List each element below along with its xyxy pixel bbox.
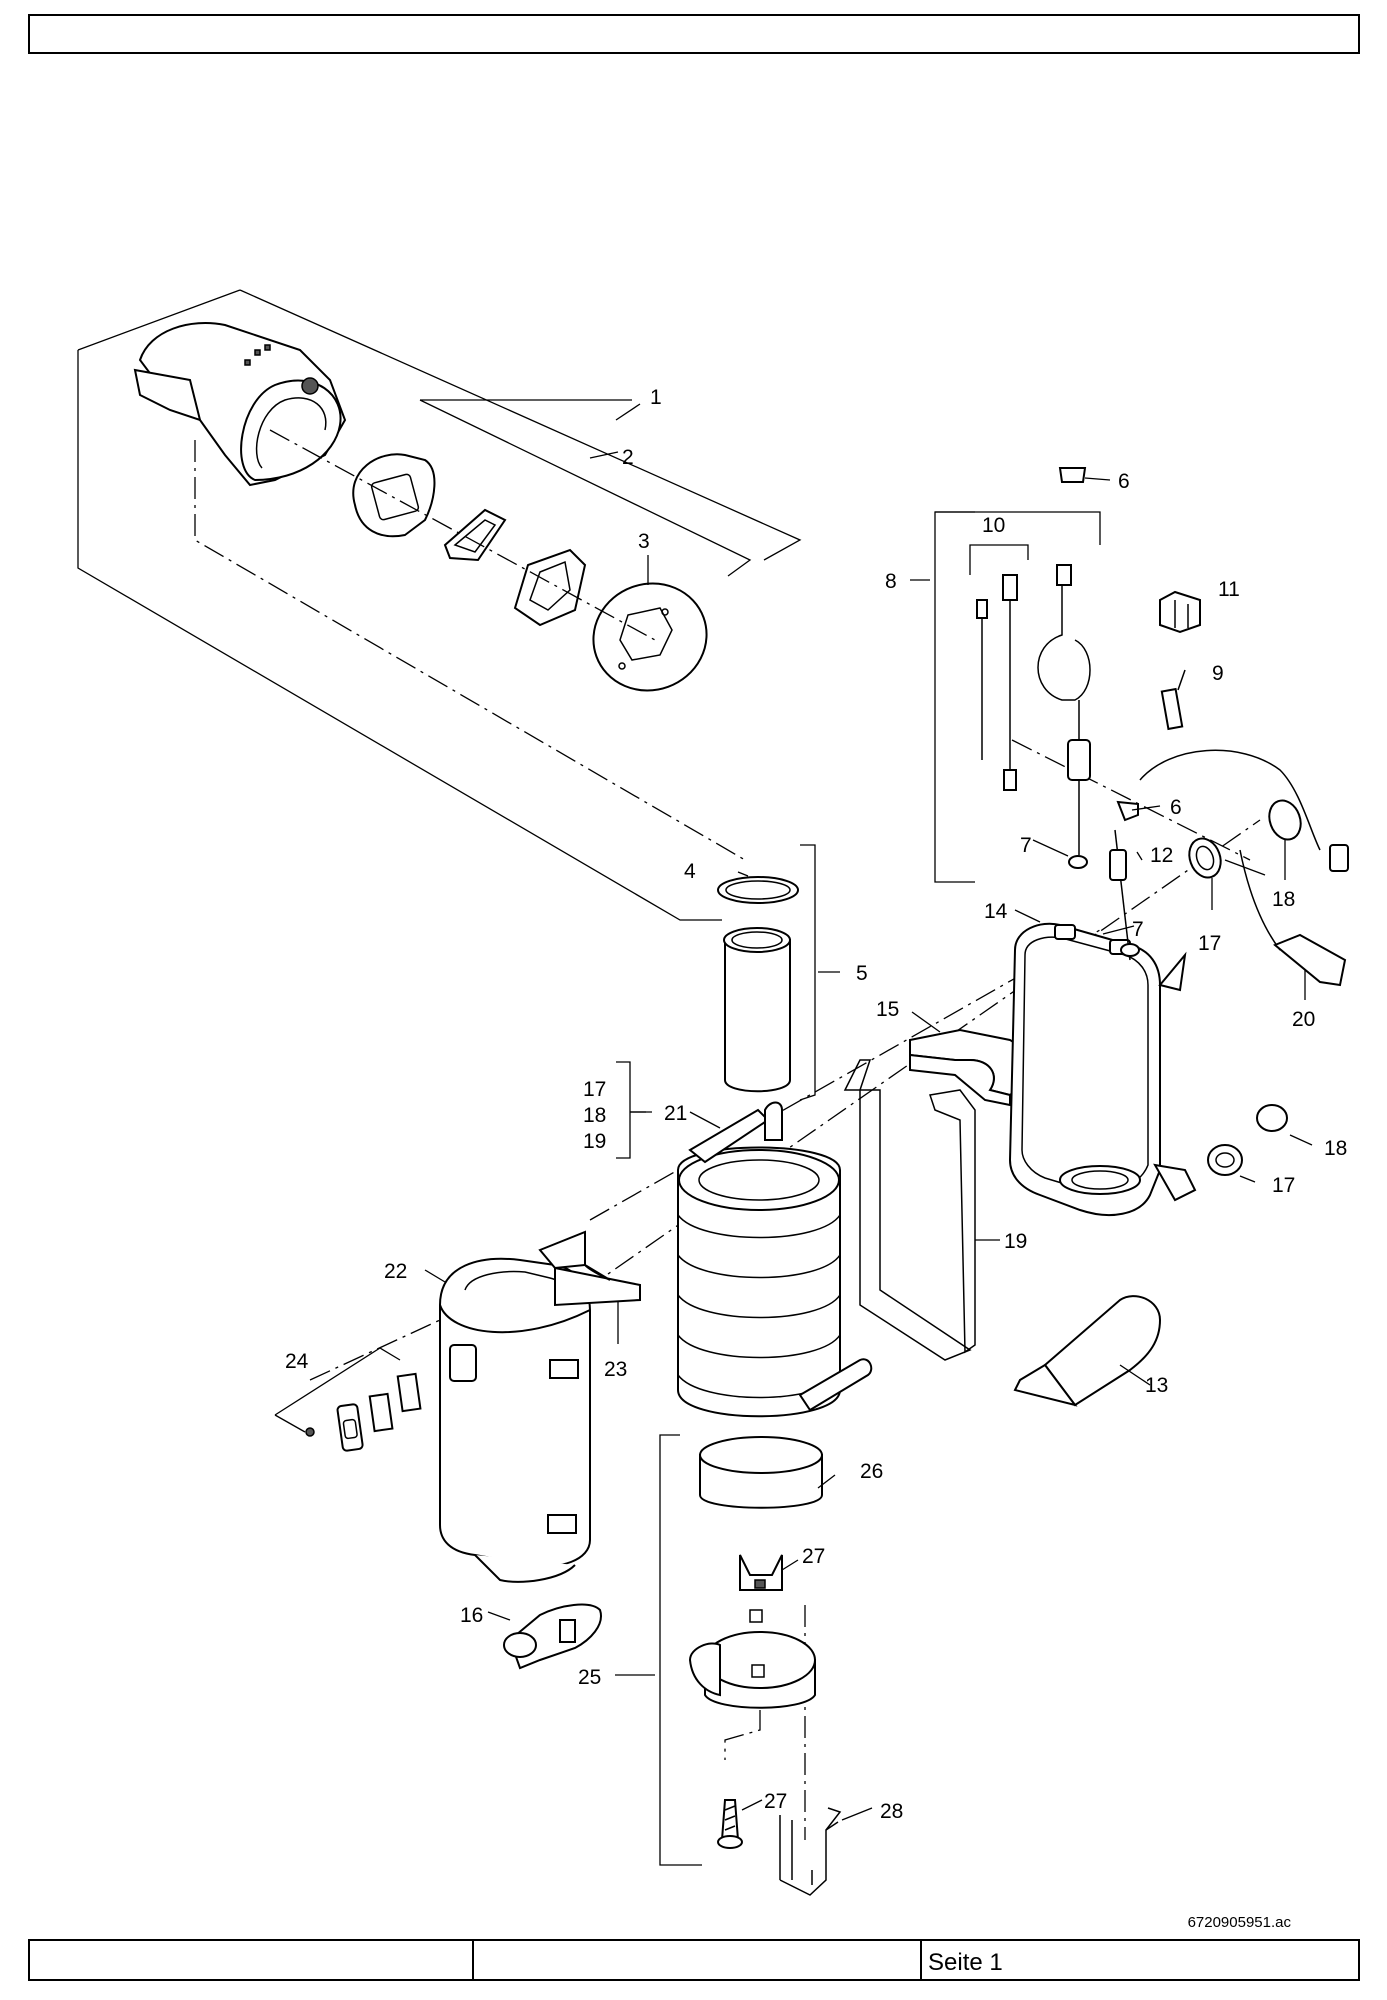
document-number: 6720905951.ac [1187,1914,1291,1931]
gasket-frame [352,453,436,538]
clip-top [1058,467,1111,483]
part-label-18-lower: 18 [1324,1137,1347,1160]
part-label-1: 1 [650,386,662,409]
burner-head [133,322,347,487]
heat-exchanger-coil [677,1101,873,1418]
part-label-17-top: 17 [1198,932,1221,955]
part-label-27-top: 27 [802,1545,825,1568]
combustion-chamber [1008,922,1197,1216]
part-label-17-group: 17 [583,1078,606,1101]
burner-group-outline [77,289,802,921]
mounting-plate [592,582,708,692]
part-label-7-left: 7 [1020,834,1032,857]
part-label-2: 2 [622,446,634,469]
u-frame [843,1059,976,1361]
retaining-bracket [739,1554,799,1591]
part-label-8: 8 [885,570,897,593]
part-label-23: 23 [604,1358,627,1381]
part-label-5: 5 [856,962,868,985]
outer-casing [439,1257,591,1583]
sensor-cable [1139,749,1349,987]
leader-lines [424,403,1313,1821]
o-ring [717,876,799,904]
condensate-trap-dish [659,1434,816,1866]
spring-element [1160,669,1186,731]
part-label-26: 26 [860,1460,883,1483]
part-label-16: 16 [460,1604,483,1627]
part-label-25: 25 [578,1666,601,1689]
condensate-cup [699,1436,836,1509]
burner-plate [443,508,507,562]
fan-unit [513,548,587,627]
insulation-half-ring-lower [538,1230,641,1307]
part-label-13: 13 [1145,1374,1168,1397]
part-label-12: 12 [1150,844,1173,867]
part-labels: 1 2 3 4 5 6 6 7 7 8 9 10 11 12 13 14 15 … [285,386,1347,1823]
part-label-20: 20 [1292,1008,1315,1031]
part-label-27-lower: 27 [764,1790,787,1813]
part-label-10: 10 [982,514,1005,537]
part-label-18-top: 18 [1272,888,1295,911]
part-label-18-group: 18 [583,1104,606,1127]
electrode-set [934,511,1101,883]
part-label-21: 21 [664,1102,687,1125]
part-label-19-group: 19 [583,1130,606,1153]
part-label-19: 19 [1004,1230,1027,1253]
part-label-4: 4 [684,860,696,883]
header-box [28,14,1360,54]
part-label-7-right: 7 [1132,918,1144,941]
footer-cell-middle [474,1941,922,1979]
part-label-28: 28 [880,1800,903,1823]
footer-cell-page: Seite 1 [922,1941,1358,1979]
part-label-6-lower: 6 [1170,796,1182,819]
part-label-3: 3 [638,530,650,553]
insulation-half-ring [909,1028,1026,1107]
flue-sleeve [723,844,816,1101]
part-label-22: 22 [384,1260,407,1283]
condensate-siphon [1013,1295,1162,1407]
part-label-15: 15 [876,998,899,1021]
footer-cell-left [30,1941,474,1979]
siphon-assembly [503,1603,602,1670]
inspection-window-set [274,1347,422,1452]
part-label-24: 24 [285,1350,309,1373]
part-label-6-top: 6 [1118,470,1130,493]
part-label-17-lower: 17 [1272,1174,1295,1197]
seal-rings [1188,799,1302,1176]
screw [717,1799,743,1849]
connector-block [1159,590,1201,634]
part-label-11: 11 [1218,578,1240,601]
part-label-14: 14 [984,900,1008,923]
drain-pipe [779,1807,842,1896]
part-label-9: 9 [1212,662,1224,685]
footer-table: Seite 1 [28,1939,1360,1981]
page-label: Seite 1 [928,1949,1003,1976]
ignition-electrode [1068,800,1140,961]
